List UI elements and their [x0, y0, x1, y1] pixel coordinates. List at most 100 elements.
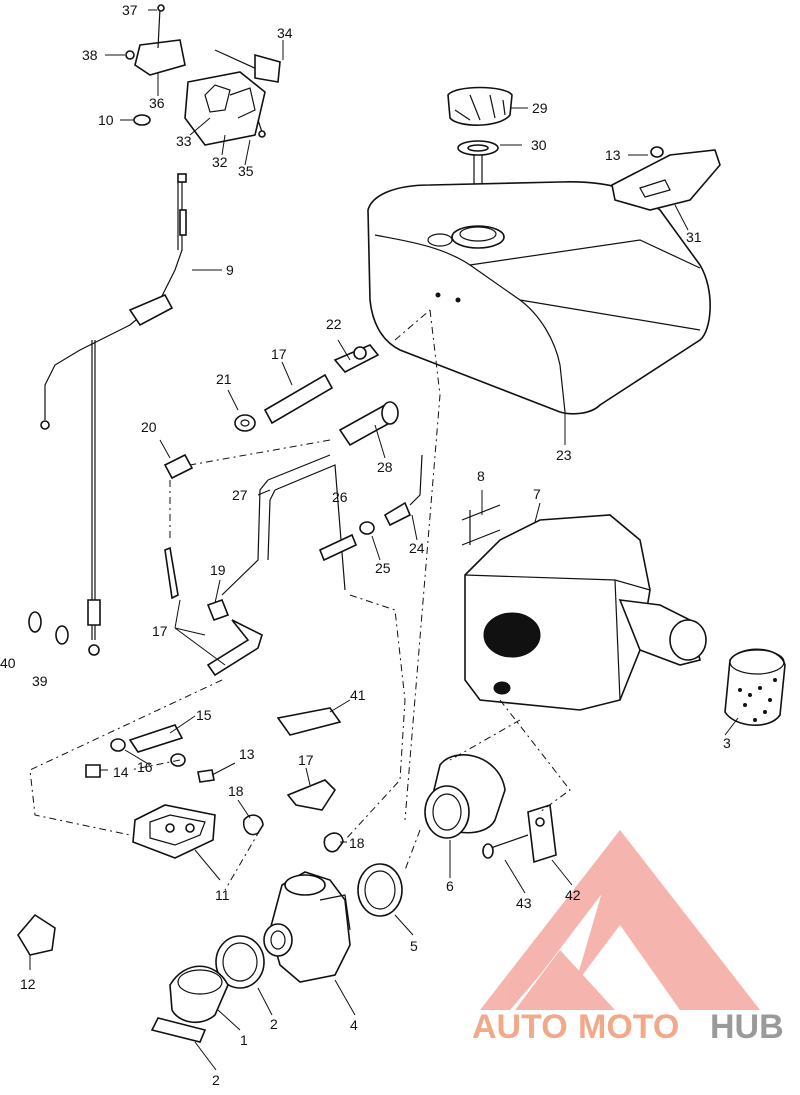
part-label: 8 [477, 468, 485, 484]
clamp-18-right [323, 832, 344, 853]
clamps [215, 863, 403, 989]
part-label: 20 [141, 419, 157, 435]
part-label: 36 [149, 95, 165, 111]
part-label: 11 [215, 887, 230, 903]
fuel-hose-17-top [263, 373, 334, 425]
hose-26 [318, 533, 358, 562]
air-box [461, 504, 707, 711]
watermark-moto: MOTO [578, 1008, 679, 1046]
part-label: 14 [113, 764, 129, 780]
cable-junction [128, 293, 174, 327]
screw-35 [258, 130, 266, 138]
part-label: 10 [98, 112, 114, 128]
tank-bracket-31 [611, 146, 721, 211]
air-filter [724, 648, 786, 726]
bolt-43 [482, 843, 494, 859]
part-label: 43 [516, 895, 532, 911]
label-plate-8 [461, 504, 501, 546]
part-label: 28 [377, 459, 393, 475]
clamp-18-left [242, 814, 264, 836]
part-label: 3 [723, 735, 731, 751]
t-fitting-19 [206, 598, 230, 622]
part-label: 16 [137, 759, 153, 775]
nut-13 [650, 146, 664, 158]
fuel-tank [367, 181, 711, 415]
carburetor [263, 871, 351, 983]
part-label: 40 [0, 655, 16, 671]
part-label: 5 [410, 938, 418, 954]
part-number-labels: 37 38 36 10 34 33 32 35 29 30 13 31 9 22… [0, 2, 731, 1088]
fuel-lines [163, 344, 423, 677]
part-label: 18 [228, 783, 244, 799]
bracket-42 [482, 803, 557, 864]
part-label: 1 [240, 1032, 248, 1048]
hose-17-left [164, 546, 179, 600]
gasket-2-lower [150, 1017, 207, 1043]
part-label: 21 [216, 371, 232, 387]
part-label: 17 [298, 752, 314, 768]
part-label: 24 [409, 540, 425, 556]
part-label: 13 [605, 147, 621, 163]
part-label: 4 [350, 1017, 358, 1033]
watermark-text: AUTO MOTO HUB [472, 1008, 784, 1046]
part-label: 35 [238, 163, 254, 179]
part-label: 30 [531, 137, 547, 153]
clip-13 [197, 769, 215, 783]
part-label: 15 [196, 707, 212, 723]
part-label: 26 [332, 489, 348, 505]
washer-38 [125, 50, 135, 60]
part-label: 7 [533, 486, 541, 502]
part-label: 2 [212, 1072, 220, 1088]
watermark-auto: AUTO [472, 1008, 568, 1046]
part-label: 9 [226, 262, 234, 278]
part-label: 29 [532, 100, 548, 116]
part-label: 41 [350, 687, 366, 703]
part-label: 31 [686, 229, 702, 245]
part-label: 13 [239, 746, 255, 762]
intake-boot [424, 754, 506, 839]
part-label: 23 [556, 447, 572, 463]
throttle-cable [40, 173, 187, 656]
intake-adapter [150, 965, 229, 1043]
part-label: 37 [122, 2, 138, 18]
filler-neck [451, 225, 505, 249]
part-40 [28, 611, 42, 633]
part-label: 42 [565, 887, 581, 903]
part-label: 2 [270, 1016, 278, 1032]
fitting-20 [163, 453, 194, 480]
bracket-12 [17, 913, 56, 956]
part-label: 18 [349, 835, 365, 851]
small-hoses [85, 707, 344, 853]
part-label: 6 [446, 878, 454, 894]
assembly-guide-lines [29, 309, 571, 891]
part-label: 38 [82, 47, 98, 63]
hose-17-bottom [206, 619, 263, 677]
part-label: 19 [210, 562, 226, 578]
part-39 [55, 625, 69, 645]
screw-37 [157, 7, 161, 49]
hose-15 [128, 724, 184, 753]
small-parts-39-40 [28, 611, 69, 645]
hose-41 [276, 707, 342, 736]
fuel-cap-assembly [447, 86, 513, 225]
throttle-bracket [134, 39, 186, 76]
part-label: 34 [277, 25, 293, 41]
airbox-opening [483, 612, 541, 658]
throttle-housing-assembly [125, 4, 281, 146]
nut-25 [359, 521, 375, 535]
nut-10 [133, 114, 151, 126]
part-label: 33 [176, 133, 192, 149]
throttle-cap [254, 53, 281, 83]
clamp-16 [110, 738, 126, 752]
fitting-24 [383, 501, 412, 527]
part-label: 32 [212, 154, 228, 170]
fitting-14 [85, 764, 101, 778]
washer-21 [234, 414, 256, 432]
fuel-pump-11 [132, 804, 216, 859]
part-label: 25 [375, 560, 391, 576]
part-label: 17 [271, 346, 287, 362]
part-label: 12 [20, 976, 36, 992]
part-label: 27 [232, 487, 248, 503]
